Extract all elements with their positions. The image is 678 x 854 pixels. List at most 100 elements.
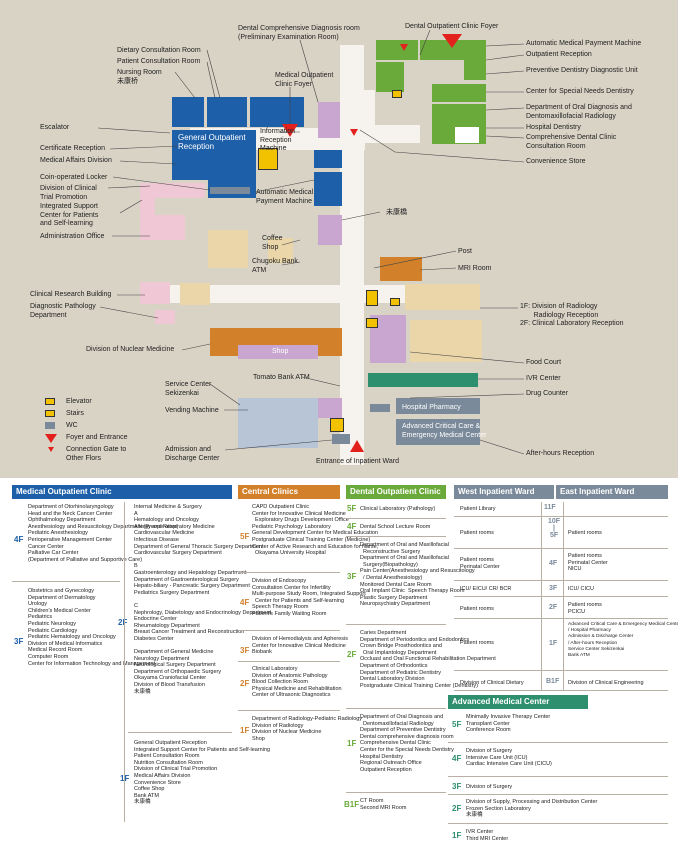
map-label: Chugoku Bank ATM bbox=[252, 258, 298, 274]
ward-west-entry: Patient Library bbox=[460, 506, 496, 512]
ward-east-entry: Advanced Critical Care & Emergency Medic… bbox=[568, 622, 678, 659]
purple-block bbox=[318, 398, 342, 418]
floor-entries: CAPD Outpatient Clinic Center for Innova… bbox=[252, 504, 379, 557]
ward-block bbox=[238, 398, 318, 448]
divider bbox=[563, 502, 564, 690]
emergency-block bbox=[396, 419, 480, 445]
floor-entries: Department of Oral Diagnosis and Dentoma… bbox=[360, 714, 454, 773]
divider bbox=[448, 794, 668, 795]
pink-block bbox=[155, 215, 185, 240]
divider bbox=[448, 742, 668, 743]
ward-west-entry: Division of Clinical Dietary bbox=[460, 680, 524, 686]
floor-label: 3F bbox=[347, 572, 357, 581]
foyer-markers bbox=[282, 34, 462, 452]
map-label: Division of Nuclear Medicine bbox=[86, 346, 175, 353]
map-label: Hospital Dentistry bbox=[526, 124, 581, 131]
corridor bbox=[170, 285, 480, 303]
ward-east-entry: ICU/ CICU bbox=[568, 586, 594, 592]
shop-block bbox=[238, 345, 318, 359]
divider bbox=[346, 792, 446, 793]
floor-label: 2F bbox=[452, 804, 462, 813]
floor-label: 1F bbox=[347, 739, 357, 748]
floor-entries: Department of Oral and Maxillofacial Rec… bbox=[360, 542, 475, 608]
escalator-icon bbox=[258, 148, 278, 170]
map-label: Dental Comprehensive Diagnosis room (Pre… bbox=[238, 25, 360, 41]
floor-entries: Division of Endoscopy Consultation Cente… bbox=[252, 578, 366, 617]
pink-block bbox=[140, 282, 170, 304]
tan-block bbox=[405, 284, 480, 310]
locker-block bbox=[210, 187, 250, 194]
map-label: Dental Outpatient Clinic Foyer bbox=[405, 23, 499, 30]
floor-entries: Obstetrics and Gynecology Department of … bbox=[28, 588, 156, 667]
legend-foyer: Foyer and Entrance bbox=[66, 434, 128, 441]
map-label: Comprehensive Dental Clinic Consultation… bbox=[526, 134, 617, 150]
floor-label: 1F bbox=[549, 640, 558, 647]
stairs-icon bbox=[45, 410, 55, 417]
map-label: Coin-operated Locker bbox=[40, 174, 108, 181]
amc-header: Advanced Medical Center bbox=[448, 695, 588, 709]
divider bbox=[448, 776, 668, 777]
divider bbox=[454, 596, 668, 597]
ward-east-entry: Patient rooms bbox=[568, 530, 602, 536]
floor-label: B1F bbox=[546, 678, 560, 685]
ivr-center-block bbox=[368, 373, 478, 387]
ward-west-entry: Patient rooms Perinatal Center bbox=[460, 557, 500, 570]
legend-elevator: Elevator bbox=[66, 398, 92, 405]
corridor bbox=[360, 125, 420, 143]
map-label: 1F: Division of Radiology Radiology Rece… bbox=[520, 303, 624, 327]
floor-label: 1F bbox=[452, 831, 462, 840]
floor-label: 2F bbox=[240, 679, 250, 688]
map-label: Advanced Critical Care & Emergency Medic… bbox=[402, 423, 487, 439]
medical-header: Medical Outpatient Clinic bbox=[12, 485, 232, 499]
floor-label: 11F bbox=[544, 504, 556, 511]
dental-block bbox=[432, 84, 486, 102]
ward-block bbox=[332, 434, 350, 444]
floor-label: 5F bbox=[347, 504, 357, 513]
elevator-icon bbox=[330, 418, 344, 432]
map-label: Preventive Dentistry Diagnostic Unit bbox=[526, 67, 638, 74]
divider bbox=[454, 580, 668, 581]
purple-block bbox=[318, 215, 342, 245]
dental-block bbox=[464, 40, 486, 80]
map-label: Hospital Pharmacy bbox=[402, 404, 461, 411]
floor-label: 4F bbox=[549, 560, 558, 567]
elevator-icon bbox=[366, 290, 378, 306]
elevator-icon bbox=[366, 318, 378, 328]
map-label: Service Center Sekizenkai bbox=[165, 381, 212, 397]
floor-label: 4F bbox=[347, 522, 357, 531]
legend-wc: WC bbox=[66, 422, 78, 429]
legend-stairs: Stairs bbox=[66, 410, 84, 417]
dental-inner-white bbox=[455, 127, 479, 143]
map-label: Dietary Consultation Room bbox=[117, 47, 201, 54]
dental-header: Dental Outpatient Clinic bbox=[346, 485, 446, 499]
tan-block bbox=[268, 238, 293, 263]
map-label: Food Court bbox=[526, 359, 562, 366]
floor-label: 4F bbox=[452, 754, 462, 763]
divider bbox=[541, 502, 542, 690]
amc-entry: Division of Surgery bbox=[466, 784, 513, 790]
divider bbox=[238, 572, 340, 573]
divider bbox=[454, 618, 668, 619]
map-label: Coffee Shop bbox=[262, 235, 283, 251]
floor-entries: Clinical Laboratory (Pathology) bbox=[360, 506, 436, 512]
map-label: IVR Center bbox=[526, 375, 561, 382]
pink-block bbox=[140, 195, 155, 240]
floor-entries: Dental School Lecture Room bbox=[360, 524, 431, 530]
divider bbox=[124, 502, 125, 822]
ward-block bbox=[370, 404, 390, 412]
foyer-icon bbox=[442, 34, 462, 48]
floor-entries: Division of Hemodialysis and Apheresis C… bbox=[252, 636, 348, 656]
floor-entries: Internal Medicine & Surgery A Hematology… bbox=[134, 504, 272, 695]
floor-map: Escalator Certificate Reception Medical … bbox=[0, 0, 678, 478]
amc-entry: IVR Center Third MRI Center bbox=[466, 829, 509, 842]
pharmacy-block bbox=[396, 398, 480, 414]
blue-block bbox=[314, 150, 342, 168]
elevator-icon bbox=[392, 90, 402, 98]
divider bbox=[346, 536, 446, 537]
ward-west-entry: Patient rooms bbox=[460, 606, 494, 612]
blue-block bbox=[314, 172, 342, 206]
map-label: Integrated Support Center for Patients a… bbox=[40, 203, 99, 227]
map-label: Tomato Bank ATM bbox=[253, 374, 310, 381]
map-label: Information Reception Machine bbox=[260, 128, 296, 152]
floor-label: 3F bbox=[240, 646, 250, 655]
